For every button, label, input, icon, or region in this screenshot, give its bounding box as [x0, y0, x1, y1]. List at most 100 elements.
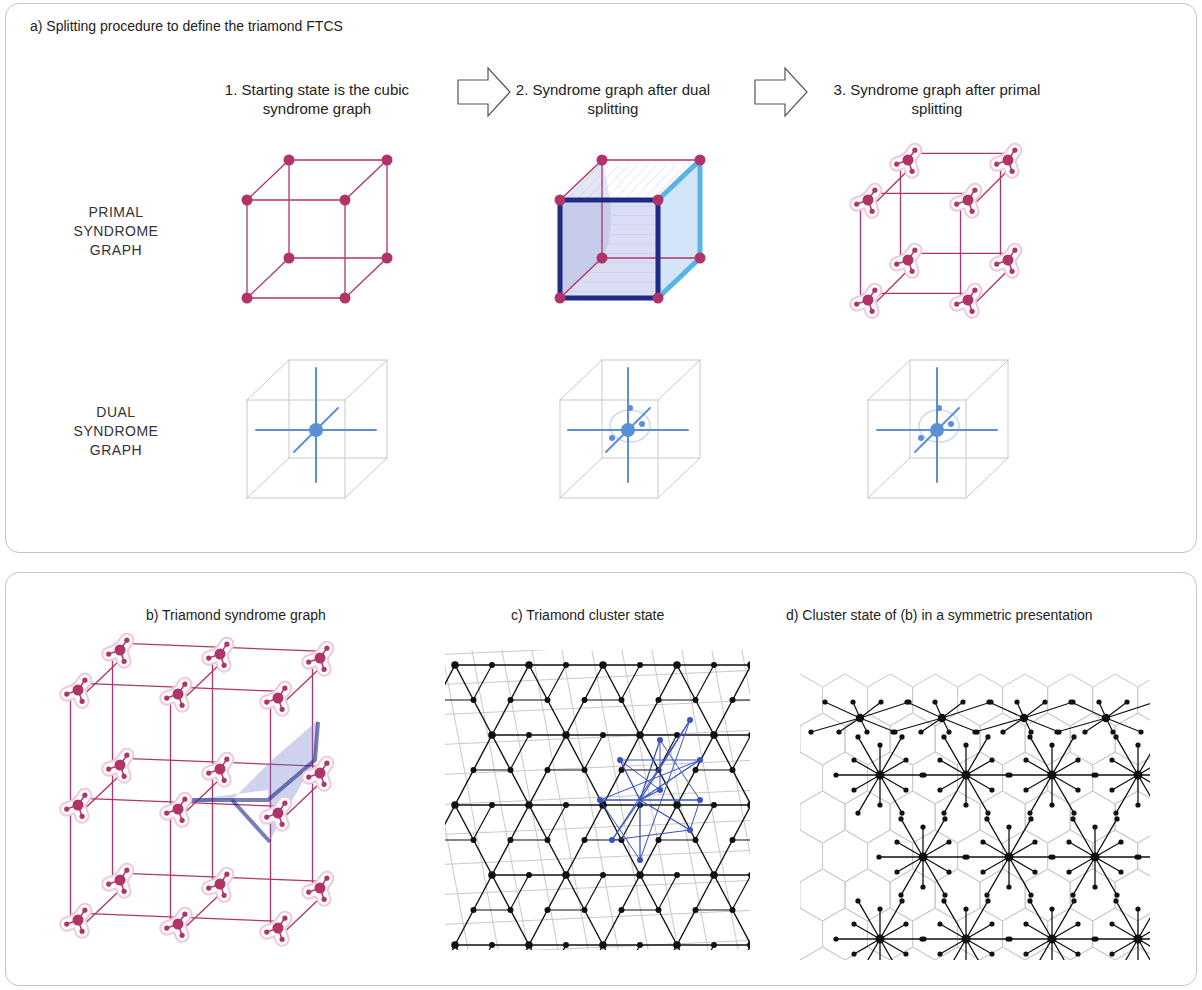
qubit-dot — [1075, 921, 1080, 926]
qubit-dot — [1023, 951, 1028, 956]
qubit-dot — [1114, 893, 1119, 898]
highlight-dot — [657, 787, 663, 793]
split-dot — [264, 930, 269, 935]
split-dot — [180, 933, 185, 938]
qubit-dot — [962, 935, 971, 944]
split-dot — [306, 775, 311, 780]
split-dot — [182, 912, 187, 917]
hex-grid — [913, 674, 958, 726]
dual-boundary — [190, 722, 318, 800]
hex-grid — [935, 869, 980, 921]
split-dot — [282, 686, 287, 691]
grey-cube-edge — [910, 360, 911, 458]
qubit-dot — [941, 811, 946, 816]
qubit-dot — [808, 729, 813, 734]
hex-grid — [1070, 947, 1115, 960]
primal-edge — [225, 877, 325, 881]
cluster-bond — [621, 665, 640, 700]
cluster-vertex — [273, 693, 284, 704]
split-dot — [82, 908, 87, 913]
primal-edge — [112, 768, 113, 883]
primal-vertex — [597, 155, 608, 166]
highlight-dot — [637, 857, 643, 863]
cluster-bond — [659, 699, 695, 700]
hex-grid — [1093, 830, 1138, 882]
qubit-dot — [920, 824, 925, 829]
highlight-bond — [690, 800, 700, 830]
qubit-dot — [1071, 734, 1076, 739]
grey-cube-edge — [602, 458, 700, 459]
primal-edge — [699, 160, 700, 258]
cluster-vertex — [215, 649, 226, 660]
face-mesh — [562, 272, 655, 273]
hex-grid — [935, 713, 980, 765]
primal-edge — [601, 160, 602, 258]
primal-vertex — [695, 155, 706, 166]
cluster-bond — [473, 945, 492, 950]
qubit-dot — [984, 816, 989, 821]
grey-cube-edge — [387, 360, 388, 458]
qubit-dot — [904, 699, 909, 704]
grey-cube-edge — [560, 400, 658, 401]
primal-edge — [125, 873, 225, 877]
grey-cube-edge — [966, 360, 1008, 400]
cluster-halo-inner — [172, 918, 185, 931]
hex-grid — [868, 674, 913, 726]
primal-edge — [70, 693, 71, 808]
qubit-dot — [1135, 906, 1140, 911]
grey-cube-edge — [602, 360, 603, 458]
dual-boundary — [698, 160, 703, 258]
primal-edge — [913, 253, 1013, 254]
split-dot — [264, 815, 269, 820]
qubit-dot — [1042, 699, 1047, 704]
qubit-dot — [1096, 699, 1101, 704]
cluster-bond — [492, 945, 529, 950]
cluster-vertex — [863, 195, 874, 206]
cluster-bond — [811, 718, 860, 732]
split-dot — [206, 656, 211, 661]
split-dot — [180, 703, 185, 708]
cluster-bond — [907, 702, 942, 718]
qubit-dot — [1020, 714, 1028, 722]
qubit-dot — [903, 787, 908, 792]
cluster-bond — [944, 901, 966, 939]
split-dot — [910, 169, 915, 174]
cluster-bond — [1009, 857, 1031, 895]
cluster-vertex — [215, 764, 226, 775]
split-dot — [64, 807, 69, 812]
primal-vertex — [555, 195, 566, 206]
grey-cube-edge — [289, 360, 387, 361]
cluster-vertex — [963, 295, 974, 306]
primal-vertex — [242, 195, 253, 206]
qubit-dot — [937, 757, 942, 762]
qubit-dot — [1049, 742, 1054, 747]
primal-edge — [602, 257, 700, 258]
hex-grid — [1048, 674, 1093, 726]
split-dot — [894, 162, 899, 167]
face-mesh — [603, 165, 638, 202]
cluster-bond — [1052, 774, 1096, 775]
split-dot — [80, 929, 85, 934]
hex-grid — [800, 830, 823, 882]
grey-cube-edge — [247, 400, 248, 498]
cluster-vertex — [73, 685, 84, 696]
panel-heading: c) Triamond cluster state — [511, 607, 664, 623]
split-dot — [322, 897, 327, 902]
row-label: PRIMAL SYNDROME GRAPH — [61, 203, 171, 260]
qubit-dot — [876, 771, 885, 780]
highlight-bond — [640, 720, 690, 860]
cluster-bond — [942, 718, 977, 732]
qubit-dot — [1113, 811, 1118, 816]
cluster-halo-inner — [172, 803, 185, 816]
cluster-bond — [880, 939, 902, 960]
dual-edge — [628, 429, 688, 431]
cluster-bond — [640, 945, 677, 950]
hex-grid — [1048, 830, 1093, 882]
cluster-bond — [696, 769, 732, 770]
cluster-vertex — [903, 155, 914, 166]
cluster-bond — [858, 737, 880, 775]
cluster-vertex — [273, 808, 284, 819]
hex-grid — [913, 908, 958, 960]
cluster-halo-inner — [862, 294, 875, 307]
cluster-bond — [987, 819, 1009, 857]
